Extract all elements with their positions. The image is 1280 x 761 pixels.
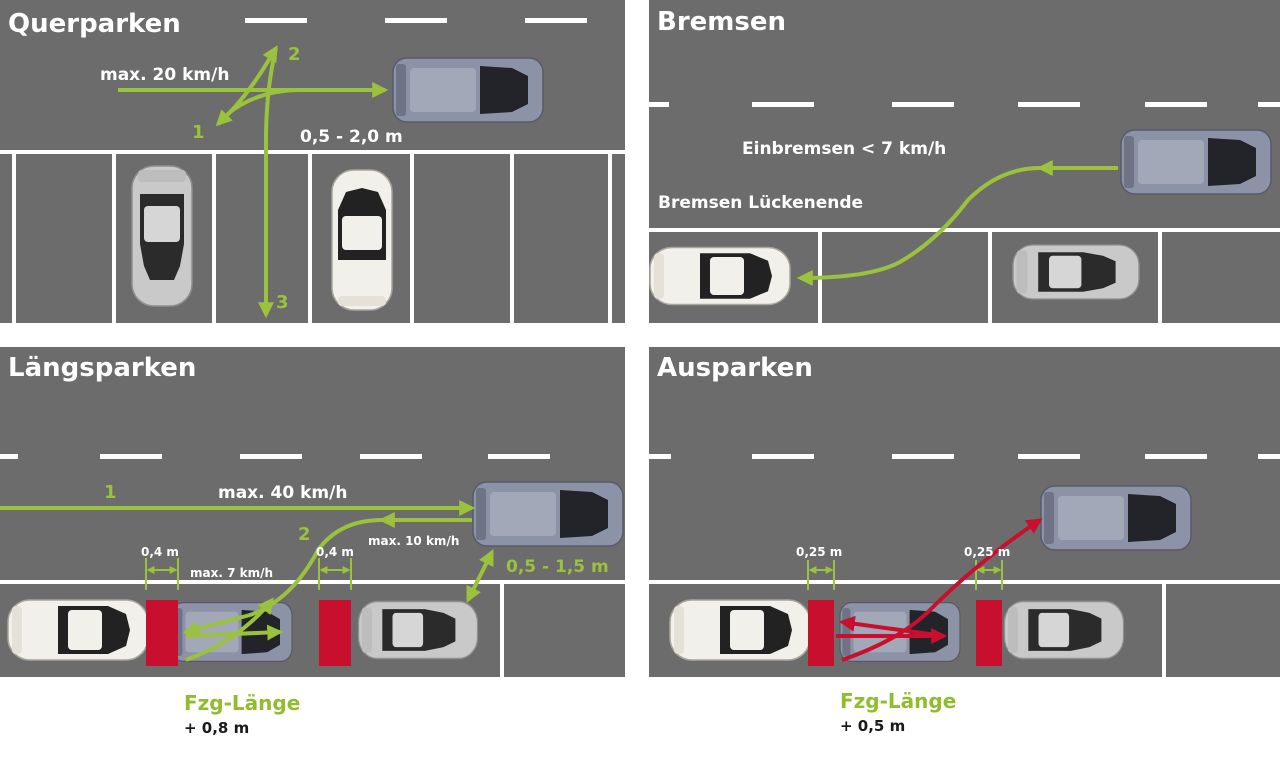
lane-dashes <box>245 18 587 23</box>
gap-right-label: 0,25 m <box>964 545 1010 559</box>
parked-car-front <box>7 599 149 661</box>
speed-label: max. 20 km/h <box>100 65 229 85</box>
gap-dimension-lines <box>145 558 352 590</box>
step-2-label: 2 <box>298 524 311 545</box>
step-1-label: 1 <box>104 482 117 503</box>
gap-dimension-lines <box>807 560 1003 590</box>
speed-maneuver-label: max. 7 km/h <box>190 566 273 580</box>
distance-label: 0,5 - 2,0 m <box>300 127 403 147</box>
moving-car <box>1120 129 1272 195</box>
step-1-label: 1 <box>192 122 205 143</box>
brake-speed-label: Einbremsen < 7 km/h <box>742 139 946 159</box>
gap-block-left <box>808 600 834 666</box>
panel-bremsen: Bremsen Einbremsen < 7 km/h Bremsen Lück… <box>649 0 1280 323</box>
gap-left-label: 0,25 m <box>796 545 842 559</box>
parking-bay-lines <box>500 584 504 677</box>
exiting-car <box>1040 485 1192 551</box>
gap-block-right <box>976 600 1002 666</box>
gap-block-right <box>319 600 351 666</box>
moving-car <box>392 57 544 123</box>
parked-car-right <box>331 169 393 311</box>
curb-line <box>0 150 625 154</box>
curb-line <box>649 228 1280 232</box>
parking-bay-lines <box>12 154 612 323</box>
path-arrows <box>118 45 389 319</box>
panel-laengsparken: Längsparken 1 2 max. 40 km/h max. 10 km/… <box>0 347 625 677</box>
brake-gap-label: Bremsen Lückenende <box>658 193 863 213</box>
side-distance-label: 0,5 - 1,5 m <box>506 557 609 577</box>
asphalt-background <box>0 0 625 323</box>
panel-querparken: Querparken max. 20 km/h 0,5 - 2,0 m 1 2 … <box>0 0 625 323</box>
path-arrows <box>796 160 1118 286</box>
panel-title: Ausparken <box>657 353 813 383</box>
length-label-right: Fzg-Länge <box>840 689 956 713</box>
lane-dashes <box>0 454 550 459</box>
path-arrows <box>0 500 494 662</box>
gap-left-label: 0,4 m <box>141 545 179 559</box>
parked-car-back <box>1003 600 1125 660</box>
step-2-label: 2 <box>288 44 301 65</box>
panel-ausparken: Ausparken 0,25 m 0,25 m <box>649 347 1280 677</box>
length-extra-left: + 0,8 m <box>184 719 249 737</box>
step-3-label: 3 <box>276 292 289 313</box>
gap-block-left <box>146 600 178 666</box>
lane-dashes <box>649 454 1280 459</box>
parked-car-back <box>1012 244 1140 300</box>
panel-title: Längsparken <box>8 353 196 383</box>
gap-right-label: 0,4 m <box>316 545 354 559</box>
parked-car-front <box>669 599 811 661</box>
exit-path-arrows <box>836 518 1043 662</box>
curb-line <box>649 580 1280 584</box>
parked-car-front <box>649 246 791 306</box>
parking-bay-lines <box>1162 584 1166 677</box>
panel-title: Bremsen <box>657 7 786 37</box>
moving-car <box>472 481 624 547</box>
length-extra-right: + 0,5 m <box>840 717 905 735</box>
parked-car-left <box>131 165 193 307</box>
lane-dashes <box>649 102 1280 107</box>
length-label-left: Fzg-Länge <box>184 691 300 715</box>
curb-line <box>0 580 625 584</box>
speed-reverse-label: max. 10 km/h <box>368 534 459 548</box>
panel-title: Querparken <box>8 9 181 39</box>
parked-car-back <box>357 600 479 660</box>
speed-main-label: max. 40 km/h <box>218 483 347 503</box>
